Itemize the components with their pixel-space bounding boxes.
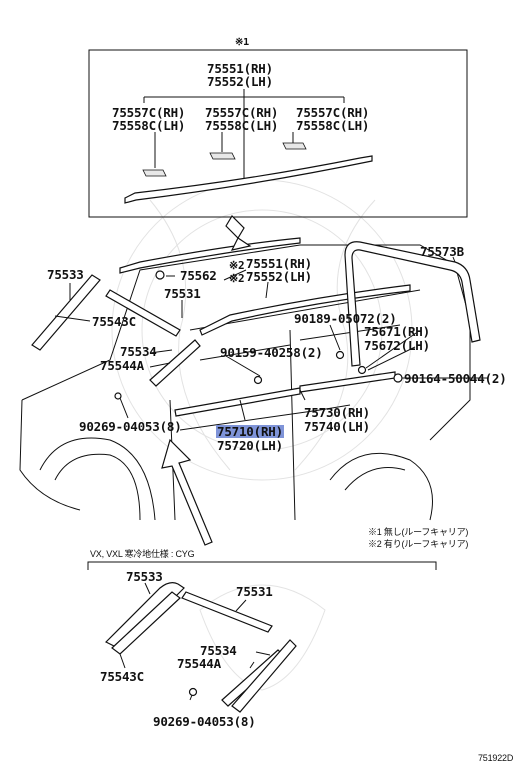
label-75730: 75730(RH) <box>304 405 370 420</box>
label-75544a-sub: 75544A <box>177 656 221 671</box>
label-75558c-left: 75558C(LH) <box>112 118 186 133</box>
label-75557c-left: 75557C(RH) <box>112 105 186 120</box>
label-90159: 90159-40258(2) <box>220 345 323 360</box>
label-75740: 75740(LH) <box>304 419 370 434</box>
label-75672: 75672(LH) <box>364 338 430 353</box>
label-75531: 75531 <box>164 286 201 301</box>
inset-frame <box>88 49 468 218</box>
label-75551-main: 75551(RH) <box>246 256 312 271</box>
inset-leaders <box>143 89 345 178</box>
main-arrows <box>161 215 252 546</box>
note-1-symbol: ※1 <box>235 37 249 48</box>
roof-moldings <box>31 237 481 417</box>
main-leaders <box>54 256 488 421</box>
label-75533-sub: 75533 <box>126 569 163 584</box>
inset-molding <box>124 142 373 204</box>
label-90269-sub: 90269-04053(8) <box>153 714 256 729</box>
label-90189: 90189-05072(2) <box>294 311 397 326</box>
label-75557c-right: 75557C(RH) <box>296 105 370 120</box>
label-75531-sub: 75531 <box>236 584 273 599</box>
fasteners <box>114 270 403 400</box>
note-2-symbol-a: ※2 <box>229 259 245 272</box>
label-75551-inset: 75551(RH) <box>207 61 273 76</box>
label-75720: 75720(LH) <box>217 438 283 453</box>
label-75552-main: 75552(LH) <box>246 269 312 284</box>
diagram-code: 751922D <box>478 753 514 763</box>
label-75533: 75533 <box>47 267 84 282</box>
label-90164: 90164-50044(2) <box>404 371 507 386</box>
sub-leaders <box>119 582 271 701</box>
sub-bracket <box>87 561 437 570</box>
label-75543c-sub: 75543C <box>100 669 144 684</box>
note-2-symbol-b: ※2 <box>229 272 245 285</box>
label-90269-main: 90269-04053(8) <box>79 419 182 434</box>
note-2-text: ※2 有り(ルーフキャリア) <box>368 539 469 549</box>
label-75562: 75562 <box>180 268 217 283</box>
label-75710-highlighted[interactable]: 75710(RH) <box>216 424 284 439</box>
note-1-text: ※1 無し(ルーフキャリア) <box>368 527 469 537</box>
label-75552-inset: 75552(LH) <box>207 74 273 89</box>
sub-parts <box>104 582 297 713</box>
label-75671: 75671(RH) <box>364 324 430 339</box>
label-75558c-right: 75558C(LH) <box>296 118 370 133</box>
label-75544a: 75544A <box>100 358 144 373</box>
label-75534: 75534 <box>120 344 157 359</box>
label-75543c: 75543C <box>92 314 136 329</box>
label-75557c-middle: 75557C(RH) <box>205 105 279 120</box>
label-75534-sub: 75534 <box>200 643 237 658</box>
sub-caption: VX, VXL 寒冷地仕様 : CYG <box>90 549 195 559</box>
label-75573b: 75573B <box>420 244 464 259</box>
label-75558c-middle: 75558C(LH) <box>205 118 279 133</box>
